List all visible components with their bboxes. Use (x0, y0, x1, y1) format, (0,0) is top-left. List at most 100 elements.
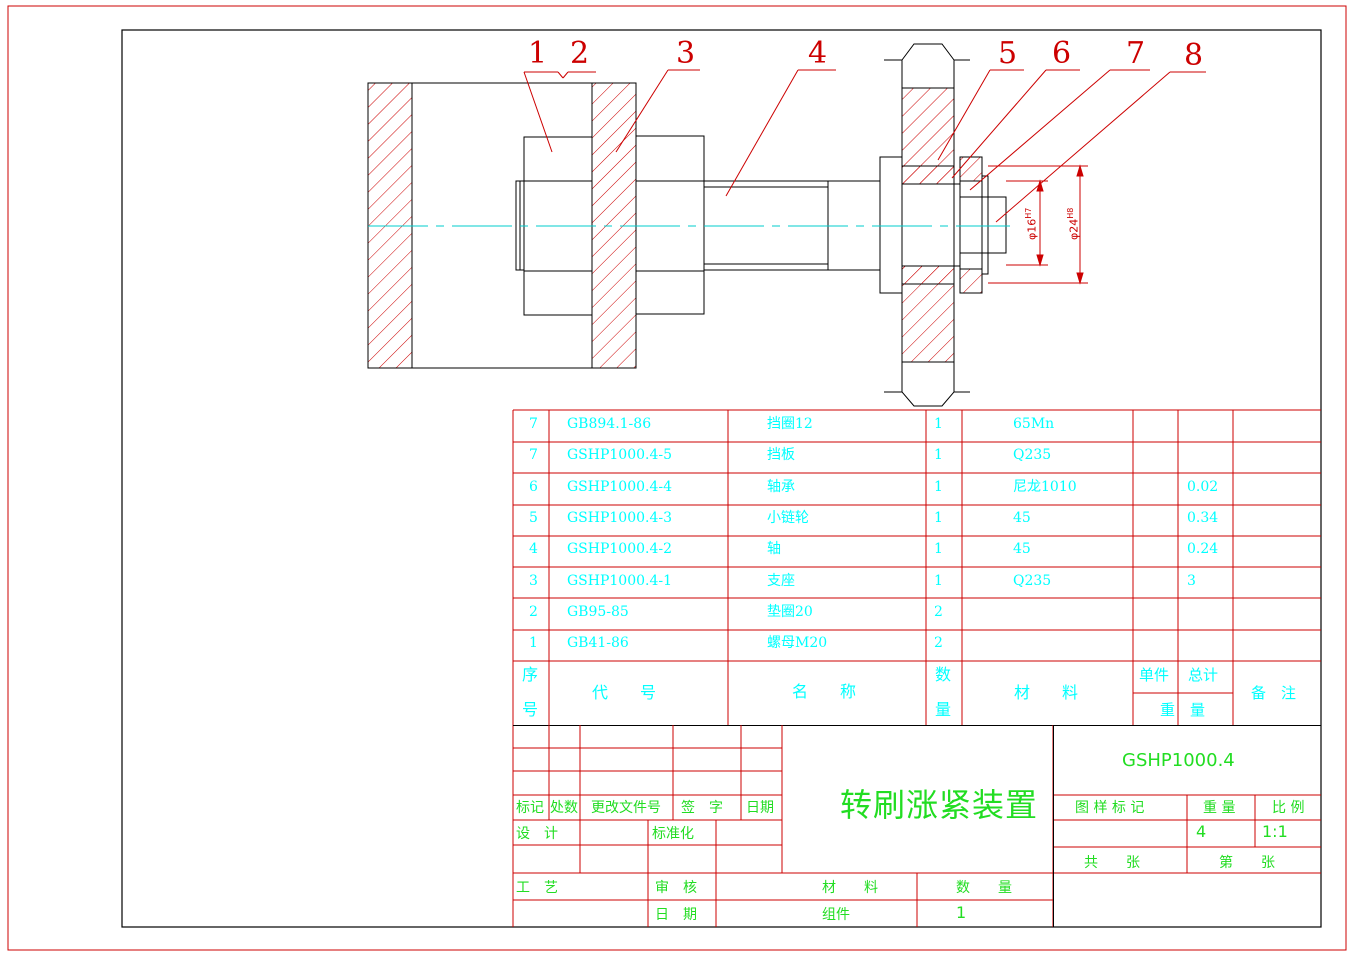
design-label: 设 计 (516, 826, 558, 842)
row-qty: 1 (934, 541, 943, 557)
bearing-bottom-hatch (901, 265, 955, 285)
row-name: 挡圈12 (767, 416, 813, 432)
row-no: 6 (529, 479, 538, 495)
row-no: 7 (529, 416, 538, 432)
row-code: GSHP1000.4-5 (567, 447, 673, 463)
row-qty: 1 (934, 447, 943, 463)
header-no-bottom: 号 (522, 700, 539, 719)
row-material: 45 (1013, 541, 1031, 557)
callout-2: 2 (570, 36, 590, 71)
outer-border (7, 5, 1347, 951)
rev-header-sign: 签 字 (681, 800, 723, 816)
dim-outer: φ24H8 (1066, 207, 1081, 240)
row-qty: 1 (934, 479, 943, 495)
scale-label: 比 例 (1272, 800, 1305, 816)
dimension-lines (988, 164, 1088, 285)
row-name: 挡板 (767, 447, 795, 463)
row-total-weight: 0.02 (1187, 479, 1219, 495)
date-label: 日 期 (655, 907, 697, 923)
row-material: 45 (1013, 510, 1031, 526)
dim-bore: φ16H7 (1024, 207, 1039, 240)
shaft-end (987, 196, 1007, 254)
callout-3: 3 (676, 36, 696, 71)
header-weight: 重 量 (1160, 701, 1206, 719)
row-qty: 1 (934, 510, 943, 526)
review-label: 审 核 (655, 880, 697, 896)
rev-header-mark: 标记 (516, 800, 544, 816)
sheets-total-label: 共 张 (1084, 855, 1140, 871)
rev-header-count: 处数 (550, 800, 578, 816)
row-code: GB95-85 (567, 604, 629, 620)
nut-right (635, 135, 705, 315)
assembly-drawing (367, 43, 1007, 407)
header-material: 材 料 (1014, 683, 1079, 702)
callout-8: 8 (1184, 38, 1204, 73)
standard-label: 标准化 (652, 826, 694, 842)
callout-leaders (523, 69, 1206, 223)
header-qty-bottom: 量 (935, 700, 952, 719)
row-no: 5 (529, 510, 538, 526)
row-total-weight: 3 (1187, 573, 1196, 589)
scale-value: 1:1 (1262, 822, 1288, 841)
row-material: 65Mn (1013, 416, 1055, 432)
header-unit: 单件 (1139, 666, 1170, 684)
weight-label: 重 量 (1203, 800, 1236, 816)
row-name: 轴承 (767, 479, 795, 495)
row-name: 螺母M20 (767, 635, 828, 651)
row-no: 7 (529, 447, 538, 463)
shaft-flange (879, 156, 903, 294)
callout-1: 1 (528, 36, 548, 71)
header-name: 名 称 (792, 682, 857, 701)
row-no: 1 (529, 635, 538, 651)
pattern-mark-label: 图 样 标 记 (1075, 800, 1145, 816)
header-remark: 备 注 (1251, 684, 1297, 702)
row-name: 支座 (767, 573, 795, 589)
row-code: GB894.1-86 (567, 416, 652, 432)
parts-list-grid (512, 409, 1321, 927)
process-label: 工 艺 (516, 880, 558, 896)
callout-7: 7 (1126, 36, 1146, 71)
row-no: 3 (529, 573, 538, 589)
row-no: 2 (529, 604, 538, 620)
header-code: 代 号 (592, 683, 657, 702)
assembly-label: 组件 (822, 907, 850, 923)
callout-6: 6 (1052, 36, 1072, 71)
row-qty: 2 (934, 635, 943, 651)
row-name: 轴 (767, 541, 781, 557)
header-no-top: 序 (522, 665, 539, 684)
rev-header-date: 日期 (746, 800, 774, 816)
circlip (981, 175, 989, 275)
row-code: GSHP1000.4-4 (567, 479, 673, 495)
row-code: GB41-86 (567, 635, 629, 651)
row-code: GSHP1000.4-1 (567, 573, 673, 589)
quantity-label: 数 量 (956, 880, 1012, 896)
row-total-weight: 0.24 (1187, 541, 1219, 557)
drawing-number: GSHP1000.4 (1122, 750, 1235, 771)
rev-header-doc: 更改文件号 (591, 800, 661, 816)
row-name: 垫圈20 (767, 604, 813, 620)
row-code: GSHP1000.4-2 (567, 541, 673, 557)
callout-4: 4 (808, 36, 828, 71)
bearing-top-hatch (901, 165, 955, 185)
row-name: 小链轮 (767, 510, 809, 526)
shaft-through (901, 183, 961, 267)
sheet-number-label: 第 张 (1219, 855, 1275, 871)
weight-value: 4 (1196, 822, 1207, 841)
row-material: 尼龙1010 (1013, 479, 1077, 495)
row-qty: 2 (934, 604, 943, 620)
row-qty: 1 (934, 416, 943, 432)
header-qty-top: 数 (935, 665, 952, 684)
drawing-title: 转刷涨紧装置 (840, 786, 1039, 824)
material-label: 材 料 (822, 880, 878, 896)
row-no: 4 (529, 541, 538, 557)
callout-5: 5 (998, 36, 1018, 71)
header-total: 总计 (1188, 666, 1219, 684)
row-qty: 1 (934, 573, 943, 589)
row-total-weight: 0.34 (1187, 510, 1219, 526)
row-material: Q235 (1013, 447, 1052, 463)
drawing-frame (121, 29, 1322, 928)
row-material: Q235 (1013, 573, 1052, 589)
quantity-value: 1 (956, 903, 967, 922)
row-code: GSHP1000.4-3 (567, 510, 673, 526)
